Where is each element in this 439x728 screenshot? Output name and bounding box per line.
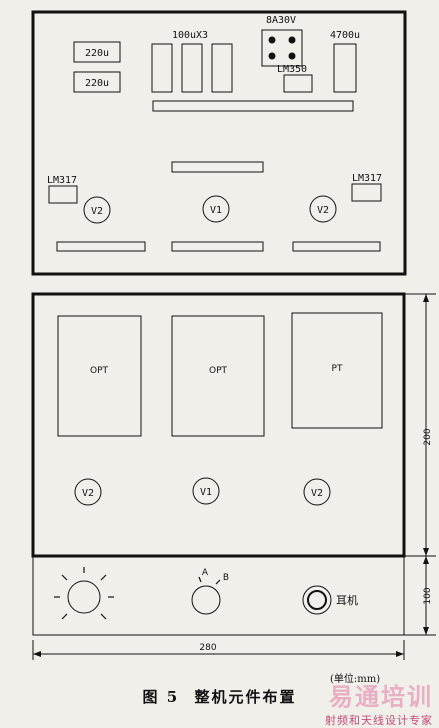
bridge-pin <box>268 36 276 44</box>
pt-label: PT <box>332 364 343 374</box>
cap-220u-2-label: 220u <box>85 78 109 89</box>
lm317-right-label: LM317 <box>352 173 382 184</box>
bridge-pin <box>288 52 296 60</box>
arrow-icon <box>396 651 404 657</box>
switch-label-a: A <box>202 568 209 578</box>
tube-top-left-label: V2 <box>91 206 103 217</box>
arrow-icon <box>423 556 429 564</box>
arrow-icon <box>423 627 429 635</box>
lm317-left-label: LM317 <box>47 175 77 186</box>
tube-socket-mid-left <box>74 478 102 506</box>
tube-socket-mid-center <box>192 477 220 505</box>
terminal-strip-bottom-center <box>171 241 264 252</box>
arrow-icon <box>423 548 429 556</box>
volume-knob <box>54 567 114 620</box>
bridge-label: 8A30V <box>266 15 296 26</box>
bridge-rectifier <box>261 29 303 67</box>
tube-socket-top-center <box>202 195 230 223</box>
figure-title: 整机元件布置 <box>194 688 297 706</box>
cap-4700u <box>333 43 357 93</box>
tube-mid-left-label: V2 <box>82 488 94 499</box>
watermark: 易通培训 射频和天线设计专家 <box>325 677 433 728</box>
unit-note: (单位:mm) <box>330 674 381 685</box>
transformer-opt-center <box>171 315 265 437</box>
tube-socket-mid-right <box>303 478 331 506</box>
selector-switch <box>191 576 221 615</box>
cap-100u-2 <box>181 43 203 93</box>
arrow-icon <box>33 651 41 657</box>
switch-label-b: B <box>223 573 229 583</box>
cap-220u-2 <box>73 71 121 93</box>
tube-top-center-label: V1 <box>210 205 222 216</box>
opt-left-label: OPT <box>90 366 109 376</box>
figure-number: 图 5 <box>142 688 180 706</box>
watermark-subtitle: 射频和天线设计专家 <box>325 714 433 727</box>
opt-center-label: OPT <box>209 366 228 376</box>
bridge-pin <box>268 52 276 60</box>
terminal-strip-bottom-left <box>56 241 146 252</box>
terminal-strip-center <box>171 161 264 173</box>
dim-280-label: 280 <box>199 643 216 653</box>
lm350-label: LM350 <box>277 64 307 75</box>
tube-top-right-label: V2 <box>317 205 329 216</box>
cap-group-label: 100uX3 <box>172 30 208 41</box>
cap-220u-1 <box>73 41 121 63</box>
headphone-label: 耳机 <box>336 593 358 607</box>
terminal-strip-bottom-right <box>292 241 381 252</box>
cap-100u-3 <box>211 43 233 93</box>
lm317-right <box>351 183 382 202</box>
headphone-jack-icon <box>302 585 332 615</box>
tube-mid-center-label: V1 <box>200 487 212 498</box>
cap-100u-1 <box>151 43 173 93</box>
dim-200-label: 200 <box>423 428 433 445</box>
top-panel-frame <box>31 10 407 276</box>
lm350-regulator <box>283 74 313 93</box>
cap-4700u-label: 4700u <box>330 30 360 41</box>
terminal-strip-top <box>152 100 354 112</box>
arrow-icon <box>423 294 429 302</box>
watermark-title: 易通培训 <box>329 683 433 711</box>
tube-mid-right-label: V2 <box>311 488 323 499</box>
chassis-top-frame <box>31 292 406 558</box>
front-panel-frame <box>32 555 405 636</box>
lm317-left <box>48 185 78 204</box>
bridge-pin <box>288 36 296 44</box>
tube-socket-top-right <box>309 195 337 223</box>
tube-socket-top-left <box>83 196 111 224</box>
transformer-pt <box>291 312 383 429</box>
transformer-opt-left <box>57 315 142 437</box>
dim-100-label: 100 <box>423 587 433 604</box>
figure-caption: 图 5 整机元件布置 <box>0 686 439 707</box>
cap-220u-1-label: 220u <box>85 48 109 59</box>
